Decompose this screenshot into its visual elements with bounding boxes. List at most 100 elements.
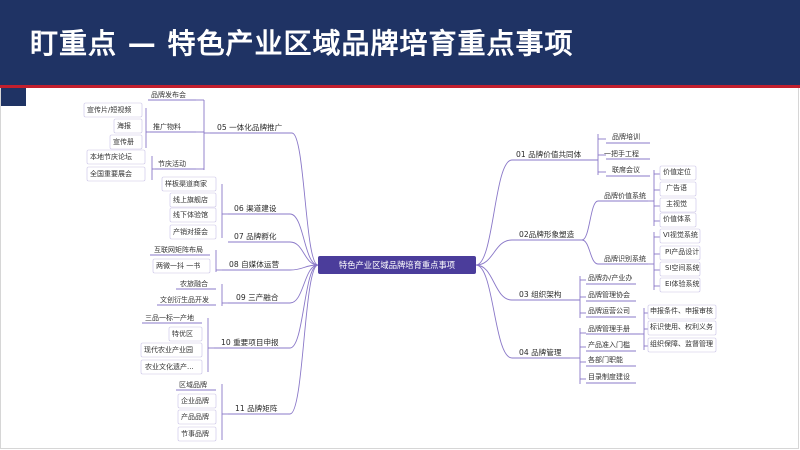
branch-02-sub-1-item-4: 价值体系 <box>663 214 691 223</box>
connector-line-68 <box>289 264 319 415</box>
branch-11-label: 11 品牌矩阵 <box>235 403 278 413</box>
label-box-16 <box>86 166 146 182</box>
title-bar: 盯重点 — 特色产业区域品牌培育重点事项 <box>0 0 800 88</box>
branch-04-sub-1-item-3: 组织保障、监督管理 <box>650 339 713 348</box>
content-frame <box>0 88 799 449</box>
label-box-11 <box>647 337 717 353</box>
connector-line-5 <box>475 264 513 301</box>
branch-01-item-2: 一把手工程 <box>604 149 639 158</box>
mindmap-center-node: 特色产业区域品牌培育重点事项 <box>318 256 476 274</box>
branch-05-sub-3-item-1: 本地节庆论坛 <box>90 152 132 161</box>
branch-09-item-1: 农旅融合 <box>180 279 208 288</box>
branch-02-sub-2-item-2: PI产品设计 <box>665 247 699 256</box>
branch-04-sub-1-item-2: 标识使用、权利义务 <box>650 322 713 331</box>
branch-11: 11 品牌矩阵 区域品牌 企业品牌 产品品牌 节事品牌 <box>179 380 278 438</box>
branch-04-item-3: 各部门职能 <box>588 355 623 364</box>
branch-01-label: 01 品牌价值共同体 <box>516 149 582 159</box>
title-tab-decoration <box>0 88 26 106</box>
label-box-12 <box>83 102 143 118</box>
label-box-18 <box>169 192 217 208</box>
branch-02-sub-1: 品牌价值系统 <box>604 191 646 200</box>
branch-02-sub-1-item-3: 主视觉 <box>666 199 687 208</box>
label-box-1 <box>659 165 697 181</box>
branch-02: 02品牌形象塑造 品牌价值系统 价值定位 广告语 主视觉 价值体系 品牌识别系统… <box>519 167 700 288</box>
branch-11-item-2: 企业品牌 <box>181 396 209 405</box>
connector-line-58 <box>289 213 319 266</box>
branch-08-item-2: 两微一抖 一书 <box>156 261 200 270</box>
label-box-26 <box>177 409 217 425</box>
branch-08-label: 08 自媒体运营 <box>229 259 279 269</box>
branch-05-sub-3: 节庆活动 <box>158 159 186 168</box>
branch-02-sub-2-item-4: EI体验系统 <box>665 279 700 288</box>
branch-03-item-3: 品牌运营公司 <box>588 306 630 315</box>
branch-08: 08 自媒体运营 互联网矩阵布局 两微一抖 一书 <box>154 245 279 270</box>
label-box-9 <box>647 304 717 320</box>
branch-04-label: 04 品牌管理 <box>519 347 562 357</box>
branch-05-sub-2-item-1: 宣传片/短视频 <box>87 105 131 114</box>
branch-04: 04 品牌管理 品牌管理手册 申报条件、申报审核 标识使用、权利义务 组织保障、… <box>519 306 713 381</box>
branch-03: 03 组织架构 品牌办/产业办 品牌管理协会 品牌运营公司 <box>519 273 632 315</box>
label-box-10 <box>647 320 717 336</box>
branch-03-item-2: 品牌管理协会 <box>588 290 630 299</box>
label-box-19 <box>169 207 217 223</box>
branch-02-sub-2-item-1: VI视觉系统 <box>663 230 698 239</box>
connector-line-62 <box>289 264 319 271</box>
branch-01-item-1: 品牌培训 <box>612 132 640 141</box>
label-box-6 <box>659 245 701 261</box>
label-box-4 <box>659 212 697 228</box>
branch-02-label: 02品牌形象塑造 <box>519 229 575 239</box>
connector-line-19 <box>581 239 599 265</box>
label-box-27 <box>177 426 217 442</box>
branch-10-item-1: 三品一标一产地 <box>145 313 194 322</box>
branch-03-item-1: 品牌办/产业办 <box>588 273 632 282</box>
branch-02-sub-2-item-3: SI空间系统 <box>665 263 700 272</box>
connector-line-7 <box>475 264 513 359</box>
label-box-13 <box>113 118 143 134</box>
branch-02-sub-2: 品牌识别系统 <box>604 254 646 263</box>
branch-04-sub-1: 品牌管理手册 <box>588 324 630 333</box>
branch-08-item-1: 互联网矩阵布局 <box>154 245 203 254</box>
branch-06-label: 06 渠道建设 <box>234 203 277 213</box>
mindmap-center-label: 特色产业区域品牌培育重点事项 <box>339 260 455 270</box>
branch-10-item-2: 特优区 <box>172 329 193 338</box>
branch-09-item-2: 文创衍生品开发 <box>160 295 209 304</box>
branch-11-item-1: 区域品牌 <box>179 380 207 389</box>
branch-10-item-4: 农业文化遗产... <box>145 362 194 371</box>
branch-06-item-3: 线下体验馆 <box>173 210 208 219</box>
branch-07: 07 品牌孵化 <box>234 231 277 241</box>
branch-06-item-2: 线上旗舰店 <box>173 195 208 204</box>
label-box-2 <box>659 181 697 197</box>
branch-09: 09 三产融合 农旅融合 文创衍生品开发 <box>160 279 279 304</box>
branch-05-sub-2-item-3: 宣传册 <box>113 137 134 146</box>
label-box-24 <box>140 359 203 375</box>
connector-line-17 <box>581 200 599 241</box>
connector-line-64 <box>289 264 319 304</box>
branch-10-label: 10 重要项目申报 <box>221 337 279 347</box>
branch-04-item-4: 目录制度建设 <box>588 372 630 381</box>
label-box-5 <box>659 228 701 244</box>
label-box-25 <box>177 393 217 409</box>
label-box-22 <box>168 326 203 342</box>
branch-05: 05 一体化品牌推广 品牌发布会 推广物料 宣传片/短视频 海报 宣传册 节庆活… <box>87 90 283 178</box>
branch-04-sub-1-item-1: 申报条件、申报审核 <box>650 306 713 315</box>
branch-01: 01 品牌价值共同体 品牌培训 一把手工程 联席会议 <box>516 132 640 174</box>
connector-line-56 <box>291 132 319 266</box>
branch-05-sub-2: 推广物料 <box>153 122 181 131</box>
label-box-3 <box>659 197 697 213</box>
branch-11-item-3: 产品品牌 <box>181 412 209 421</box>
branch-06: 06 渠道建设 样板渠道商家 线上旗舰店 线下体验馆 产销对接会 <box>165 179 277 236</box>
branch-05-item-1: 品牌发布会 <box>151 90 186 99</box>
branch-06-item-4: 产销对接会 <box>173 227 208 236</box>
branch-06-item-1: 样板渠道商家 <box>165 179 207 188</box>
title-underline <box>0 85 800 88</box>
branch-10: 10 重要项目申报 三品一标一产地 特优区 现代农业产业园 农业文化遗产... <box>144 313 279 371</box>
label-box-7 <box>659 261 701 277</box>
label-box-20 <box>169 224 217 240</box>
branch-10-item-3: 现代农业产业园 <box>144 345 193 354</box>
branch-01-item-3: 联席会议 <box>612 165 640 174</box>
branch-11-item-4: 节事品牌 <box>181 429 209 438</box>
branch-09-label: 09 三产融合 <box>236 292 279 302</box>
label-box-17 <box>161 176 217 192</box>
